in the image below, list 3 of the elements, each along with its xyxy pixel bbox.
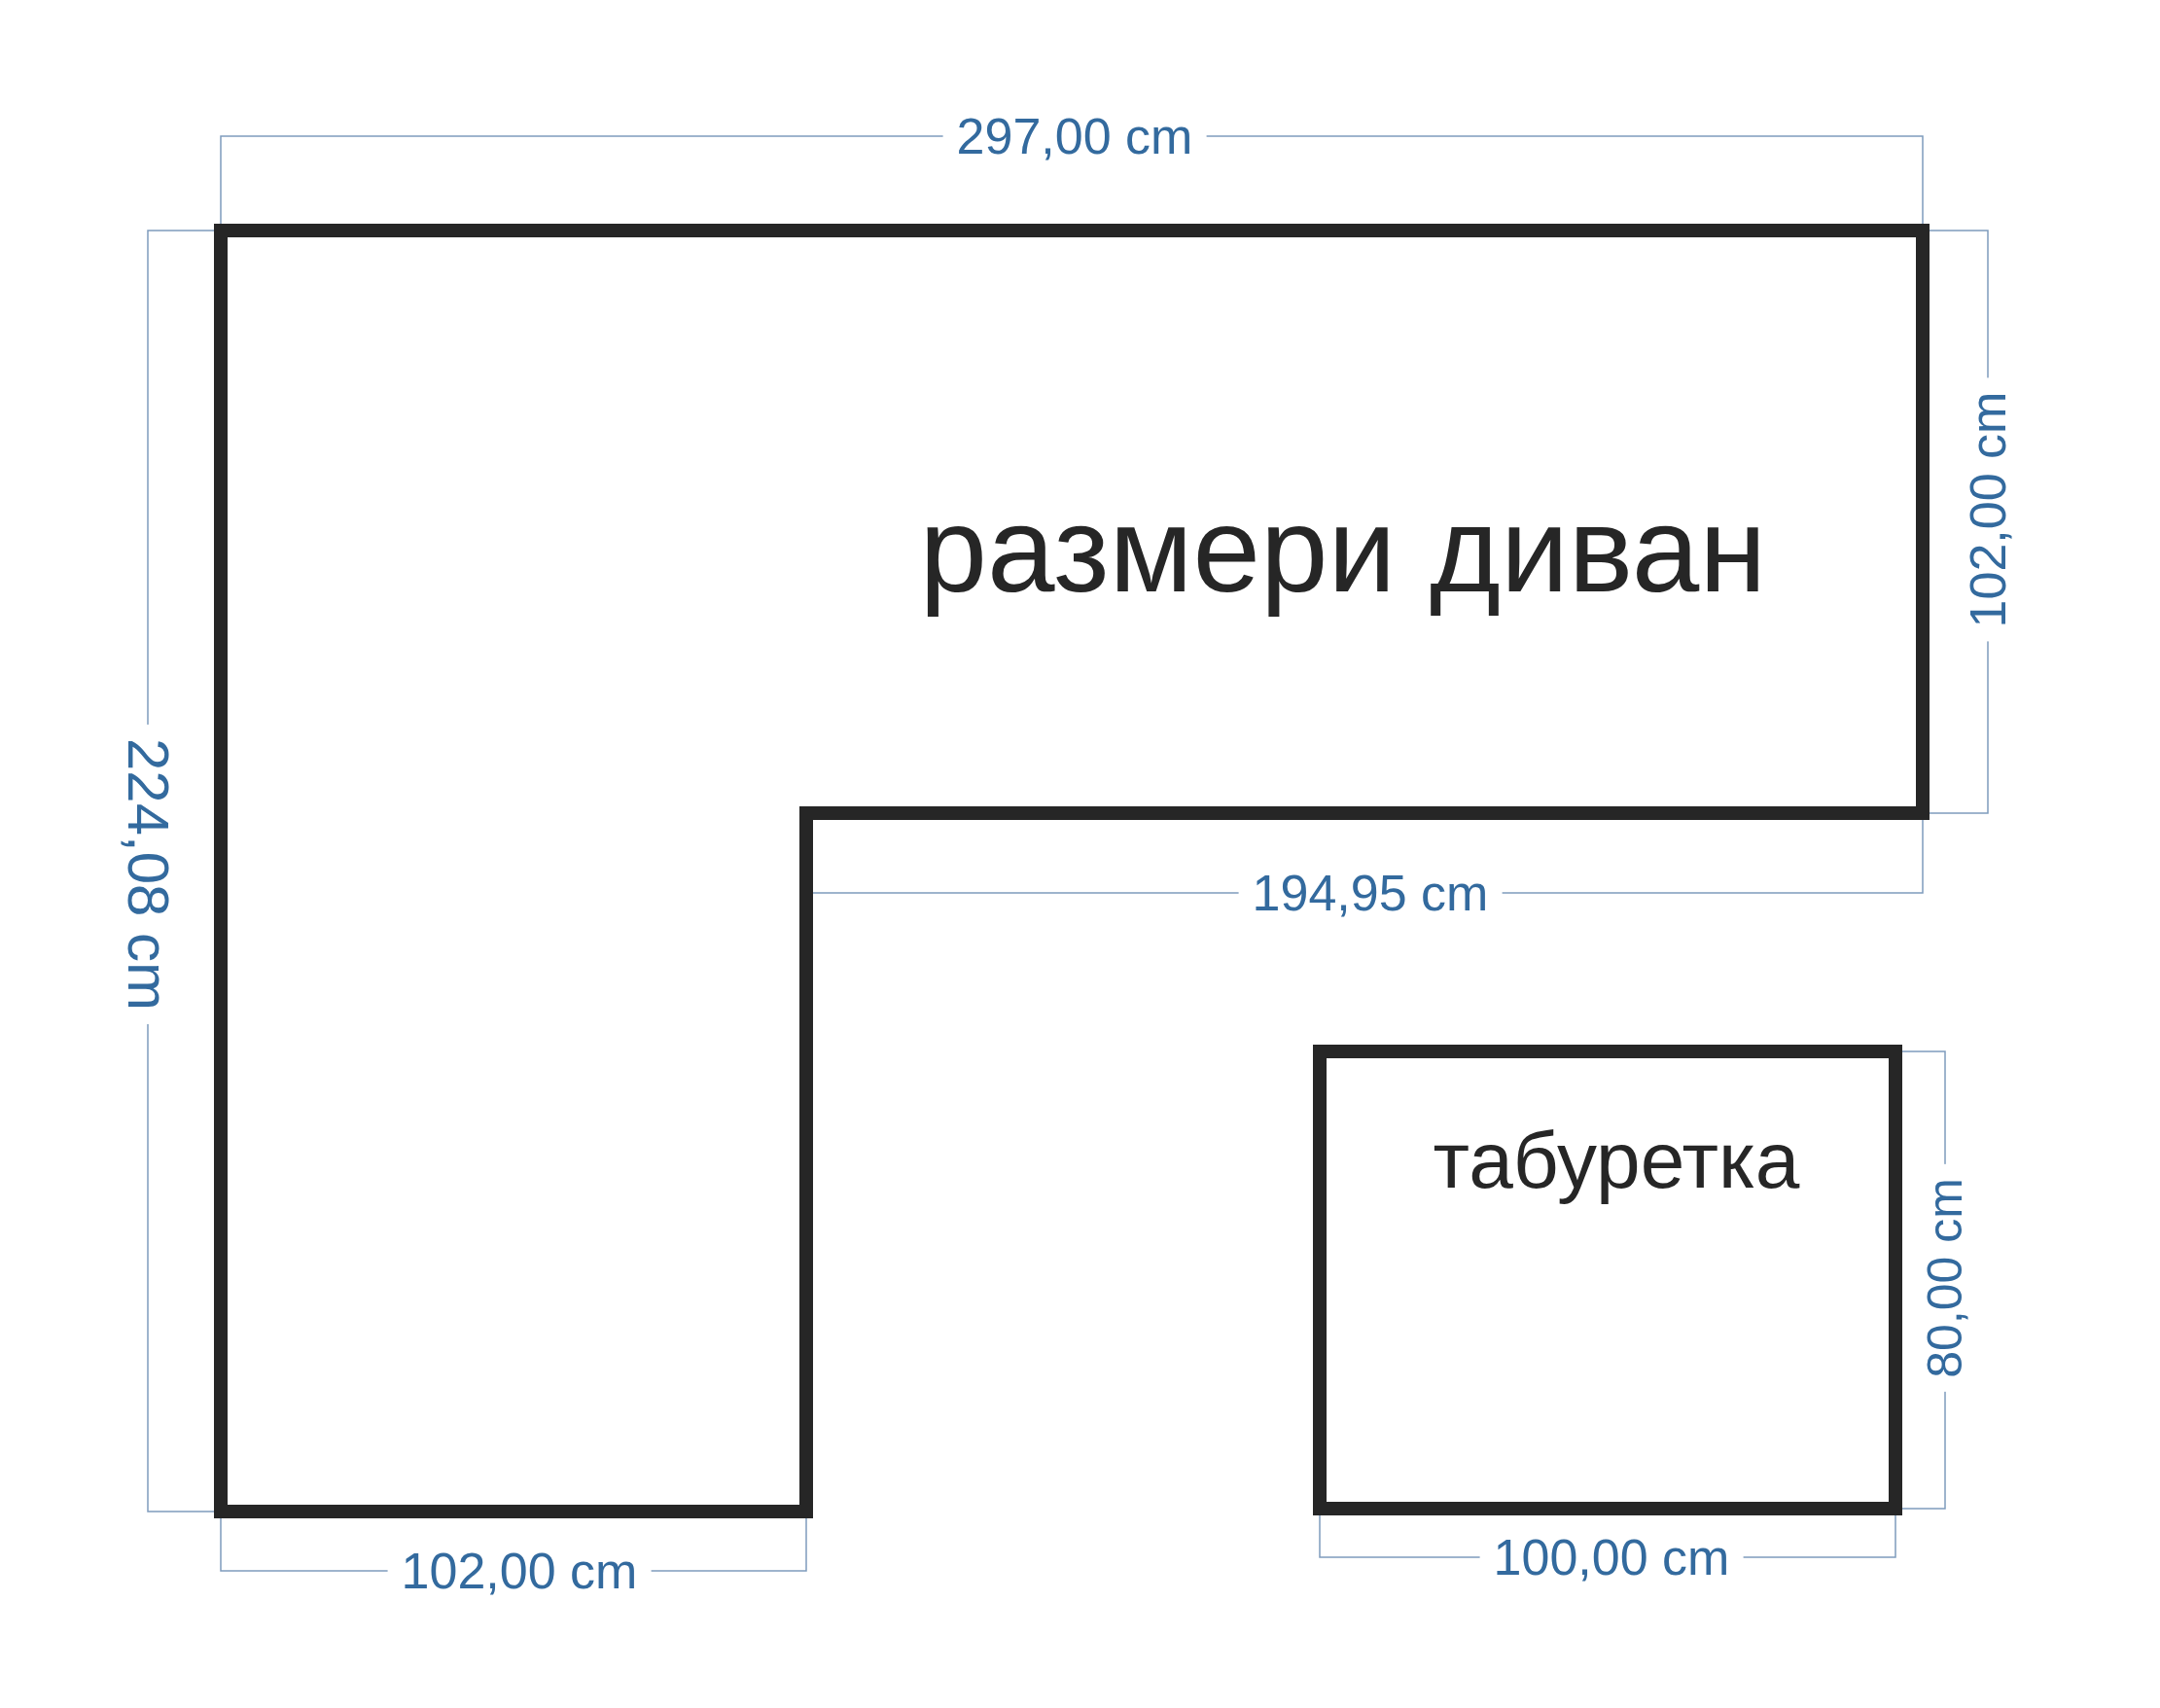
stool-outline xyxy=(1313,1045,1902,1515)
stool-label: табуретка xyxy=(1433,1115,1800,1206)
sofa-title: размери диван xyxy=(919,480,1767,619)
